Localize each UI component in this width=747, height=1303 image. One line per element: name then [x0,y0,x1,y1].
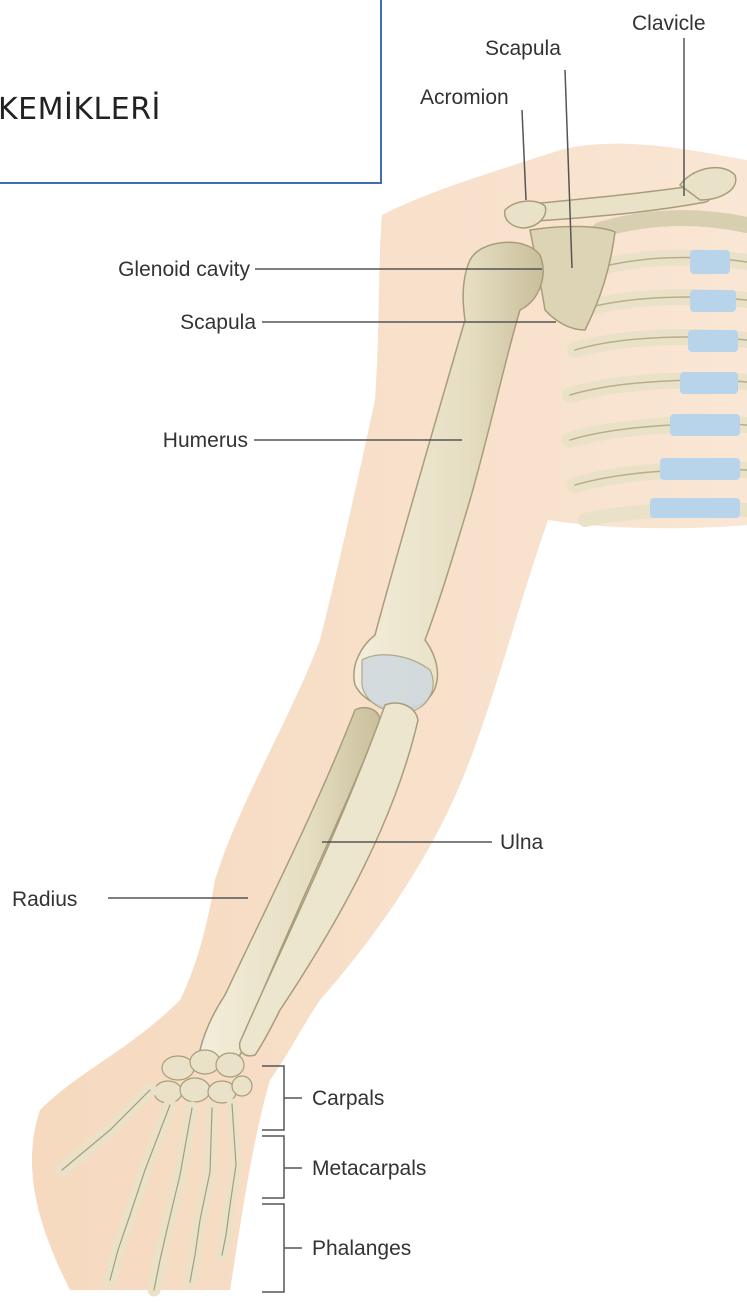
label-humerus: Humerus [163,429,248,452]
bracket-phalanges [262,1204,284,1292]
label-radius: Radius [12,888,77,911]
label-carpals: Carpals [312,1087,384,1110]
title-frame: KEMİKLERİ [0,0,382,184]
label-scapula: Scapula [180,311,256,334]
label-scapula-top: Scapula [485,37,561,60]
label-metacarpals: Metacarpals [312,1157,426,1180]
label-clavicle: Clavicle [632,12,706,35]
label-ulna: Ulna [500,831,544,854]
label-phalanges: Phalanges [312,1237,411,1260]
label-glenoid-cavity: Glenoid cavity [118,258,250,281]
label-acromion: Acromion [420,86,509,109]
bracket-metacarpals [262,1136,284,1198]
slide-title: KEMİKLERİ [0,92,161,127]
